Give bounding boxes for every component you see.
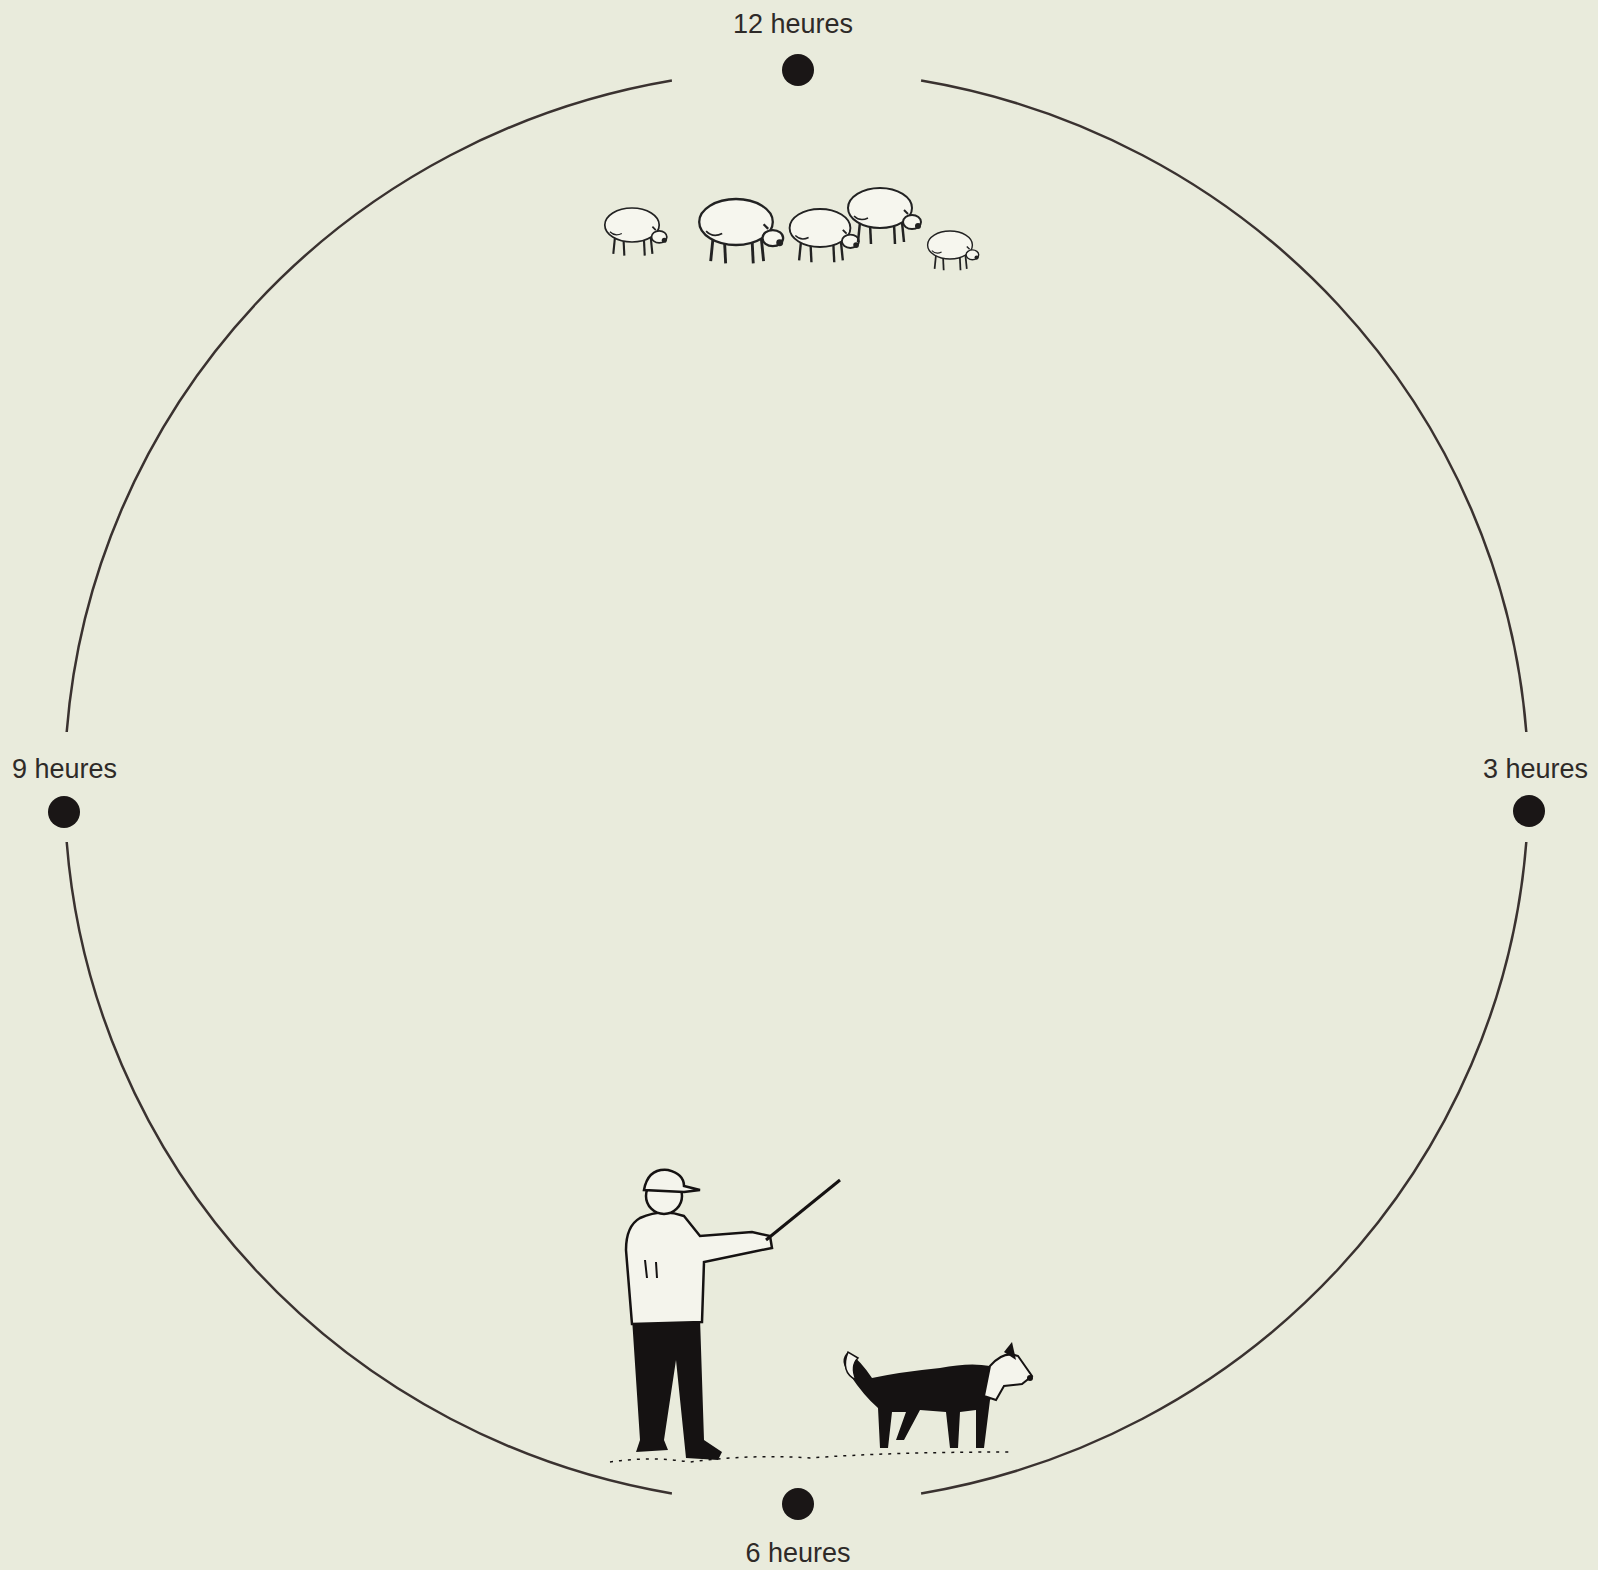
circle-arc (67, 81, 1527, 1494)
shepherd-figure (610, 1170, 1010, 1462)
clock-position-label: 3 heures (1483, 755, 1588, 785)
clock-position-label: 6 heures (745, 1539, 850, 1569)
clock-dot (48, 54, 1545, 1520)
sheep-flock (605, 188, 979, 270)
clock-position-label: 12 heures (733, 10, 853, 40)
clock-position-label: 9 heures (12, 755, 117, 785)
sheepdog-figure (843, 1342, 1033, 1448)
